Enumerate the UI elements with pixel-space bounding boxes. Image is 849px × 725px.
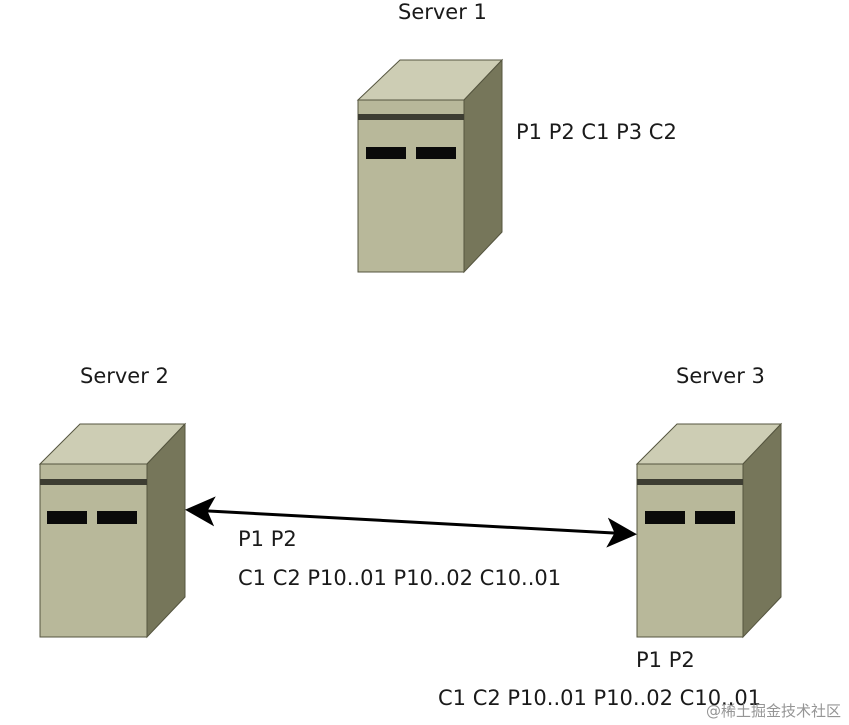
watermark: @稀土掘金技术社区 [705, 702, 841, 720]
server-2-title: Server 2 [80, 364, 169, 388]
server-1-log: P1 P2 C1 P3 C2 [516, 120, 677, 144]
server-1-title: Server 1 [398, 0, 487, 24]
server-3-icon [635, 422, 783, 639]
server-3-log-line-1: P1 P2 [636, 648, 695, 672]
link-line-1: P1 P2 [238, 527, 297, 551]
server-1-icon [356, 58, 504, 274]
link-line-2: C1 C2 P10..01 P10..02 C10..01 [238, 566, 562, 590]
server-2-icon [38, 422, 187, 639]
server-3-title: Server 3 [676, 364, 765, 388]
link-arrow [185, 496, 637, 548]
server-3-log-line-2: C1 C2 P10..01 P10..02 C10..01 [438, 686, 762, 710]
